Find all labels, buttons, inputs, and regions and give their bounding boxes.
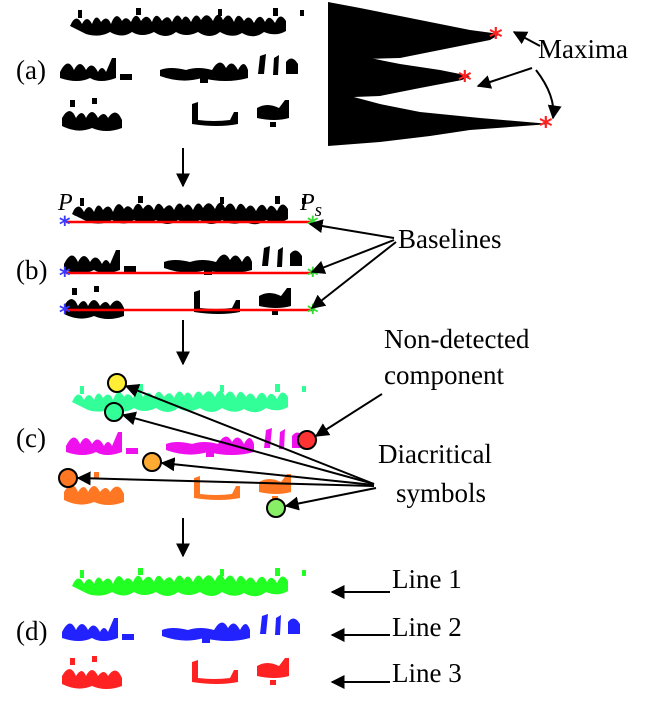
panel-b-text-image: [64, 196, 306, 319]
panel-a-label: (a): [16, 55, 46, 85]
projection-profile: [328, 2, 550, 146]
panel-b: (b) * * * * * * Pe Ps Baselines: [16, 190, 501, 366]
baseline-arrows: [308, 219, 397, 309]
text-line-2: [60, 54, 298, 83]
ps-label: Ps: [299, 190, 322, 221]
line-label-2: Line 2: [392, 612, 462, 642]
c-text-line-3: [64, 472, 291, 505]
maxima-markers: * * *: [458, 23, 553, 142]
diacritical-label-1: Diacritical: [378, 439, 492, 469]
maxima-star-2: *: [458, 66, 472, 96]
svg-text:*: *: [307, 264, 319, 289]
panel-b-label: (b): [16, 255, 47, 285]
maxima-arrows: [476, 31, 562, 120]
svg-text:*: *: [59, 264, 71, 289]
panel-c-text-image: [64, 384, 306, 505]
line-label-1: Line 1: [392, 564, 462, 594]
panel-a-text-image: [60, 8, 304, 131]
text-line-1: [70, 8, 304, 37]
panel-c-label: (c): [16, 423, 46, 453]
svg-text:*: *: [59, 213, 71, 238]
diacritical-arrows: [76, 384, 377, 511]
pe-label: Pe: [57, 190, 81, 221]
maxima-label: Maxima: [538, 34, 628, 64]
non-detected-label-1: Non-detected: [384, 324, 530, 354]
baselines: [66, 220, 314, 312]
panel-d: (d) Line 1 Line 2 Line 3: [16, 564, 462, 689]
d-text-line-1: [72, 568, 306, 597]
d-text-line-2: [62, 614, 300, 643]
d-text-line-3: [62, 656, 289, 689]
text-line-3: [62, 98, 289, 131]
non-detected-label-2: component: [384, 360, 504, 390]
maxima-star-3: *: [539, 112, 553, 142]
line-label-3: Line 3: [392, 658, 462, 688]
diacritical-label-2: symbols: [396, 478, 486, 508]
panel-d-text-image: [62, 568, 306, 689]
maxima-star-1: *: [489, 23, 503, 53]
panel-d-label: (d): [16, 616, 47, 646]
panel-a: (a) * * * Maxima: [16, 2, 628, 188]
baselines-label: Baselines: [398, 224, 501, 254]
line-label-arrows: [330, 585, 390, 689]
svg-text:*: *: [59, 301, 71, 326]
pe-markers: * * *: [59, 213, 71, 326]
panel-c: (c) Non-detected component Diacritical s…: [16, 324, 530, 558]
non-detected-arrow: [314, 393, 383, 437]
